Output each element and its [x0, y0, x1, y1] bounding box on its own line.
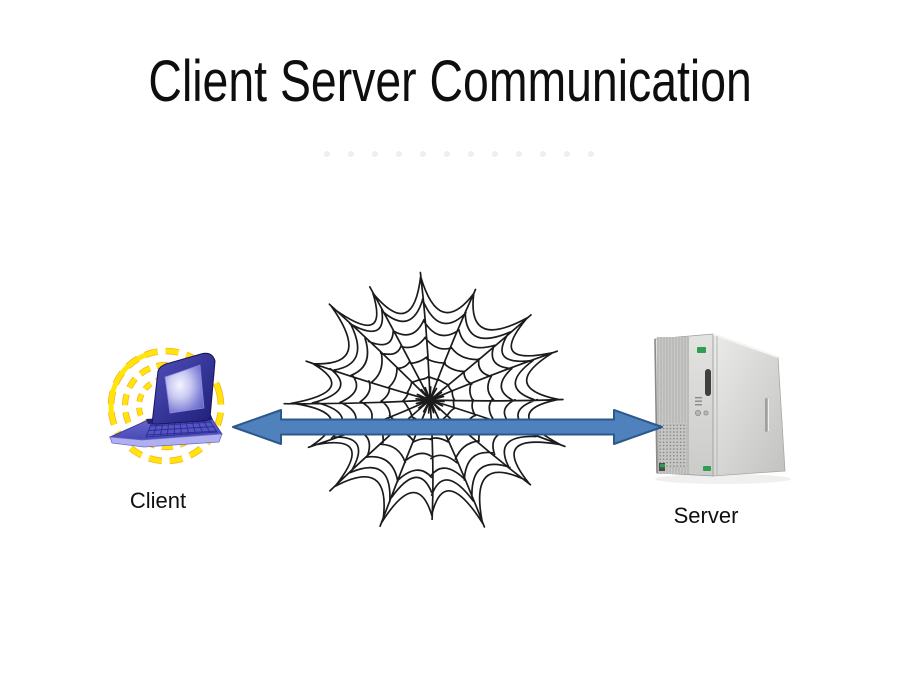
page-title-text: Client Server Communication — [148, 48, 752, 114]
server-shadow — [655, 474, 791, 484]
placeholder-dotted-line — [315, 150, 600, 158]
client-laptop-icon — [107, 347, 225, 465]
server-label: Server — [673, 503, 739, 528]
brand-badge-icon — [703, 466, 711, 471]
brand-badge-icon — [660, 464, 665, 468]
page-title: Client Server Communication — [0, 48, 900, 114]
laptop-body — [108, 352, 223, 448]
server-tower-icon — [654, 333, 791, 484]
signal-swirl-overlay — [108, 349, 157, 416]
brand-badge-icon — [697, 347, 706, 353]
client-label: Client — [129, 488, 187, 513]
server-case — [654, 333, 786, 477]
power-button-icon — [695, 410, 702, 417]
door-handle — [765, 398, 768, 432]
spider-web-icon — [283, 271, 566, 528]
reset-button-icon — [703, 410, 709, 416]
